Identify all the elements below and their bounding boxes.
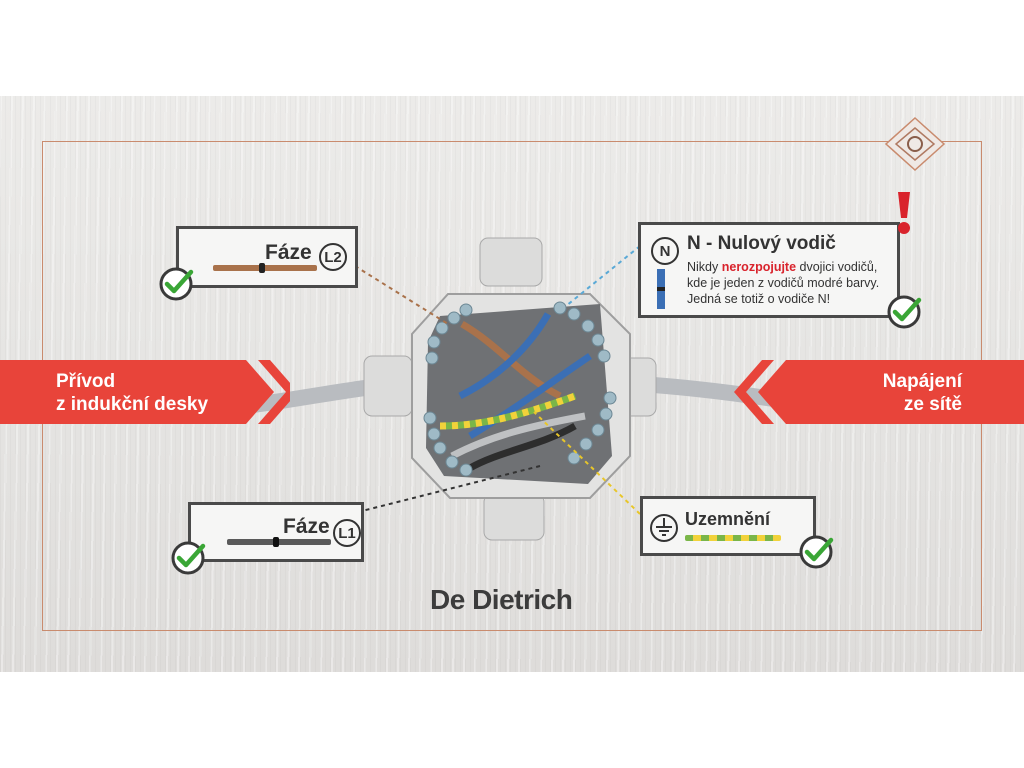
phase-l1-wire-tip xyxy=(273,537,279,547)
phase-l2-code: L2 xyxy=(319,243,347,271)
left-banner-arrow xyxy=(0,360,290,424)
phase-l1-code: L1 xyxy=(333,519,361,547)
ground-symbol-icon xyxy=(650,514,678,542)
phase-l1-wire-swatch xyxy=(227,539,331,545)
neutral-symbol: N xyxy=(651,237,679,265)
left-banner-line2: z indukční desky xyxy=(56,394,209,415)
phase-l2-callout: Fáze L2 xyxy=(176,226,358,288)
neutral-title: N - Nulový vodič xyxy=(687,233,836,254)
phase-l2-label: Fáze xyxy=(265,241,312,264)
brand-emblem-icon xyxy=(884,116,946,172)
right-banner-line1: Napájení xyxy=(882,371,962,392)
phase-l1-label: Fáze xyxy=(283,515,330,538)
neutral-callout: N N - Nulový vodič Nikdy nerozpojujte dv… xyxy=(638,222,900,318)
right-banner-line2: ze sítě xyxy=(903,394,962,415)
neutral-wire-swatch xyxy=(657,269,665,309)
earth-label: Uzemnění xyxy=(685,509,771,529)
diagram-scene: Přívod z indukční desky Napájení ze sítě… xyxy=(0,96,1024,672)
phase-l2-wire-swatch xyxy=(213,265,317,271)
exclamation-icon xyxy=(898,192,910,234)
brand-name: De Dietrich xyxy=(430,584,573,615)
neutral-text-highlight: nerozpojujte xyxy=(721,260,797,274)
check-circle-icon xyxy=(171,541,206,575)
phase-l2-wire-tip xyxy=(259,263,265,273)
neutral-text-before: Nikdy xyxy=(687,260,722,274)
check-circle-icon xyxy=(159,267,194,301)
check-circle-icon xyxy=(799,535,834,569)
neutral-description: Nikdy nerozpojujte dvojici vodičů, kde j… xyxy=(687,259,887,307)
wiring-illustration xyxy=(222,237,838,541)
phase-l1-callout: Fáze L1 xyxy=(188,502,364,562)
earth-wire-swatch xyxy=(685,535,781,541)
right-banner-arrow xyxy=(734,360,1024,424)
right-banner-text: Napájení ze sítě xyxy=(858,370,962,416)
left-banner-text: Přívod z indukční desky xyxy=(56,370,208,416)
neutral-text-after: dvojici vodičů, kde je jeden z vodičů mo… xyxy=(687,260,880,306)
earth-callout: Uzemnění xyxy=(640,496,816,556)
left-banner-line1: Přívod xyxy=(56,371,116,392)
check-circle-icon xyxy=(887,295,922,329)
